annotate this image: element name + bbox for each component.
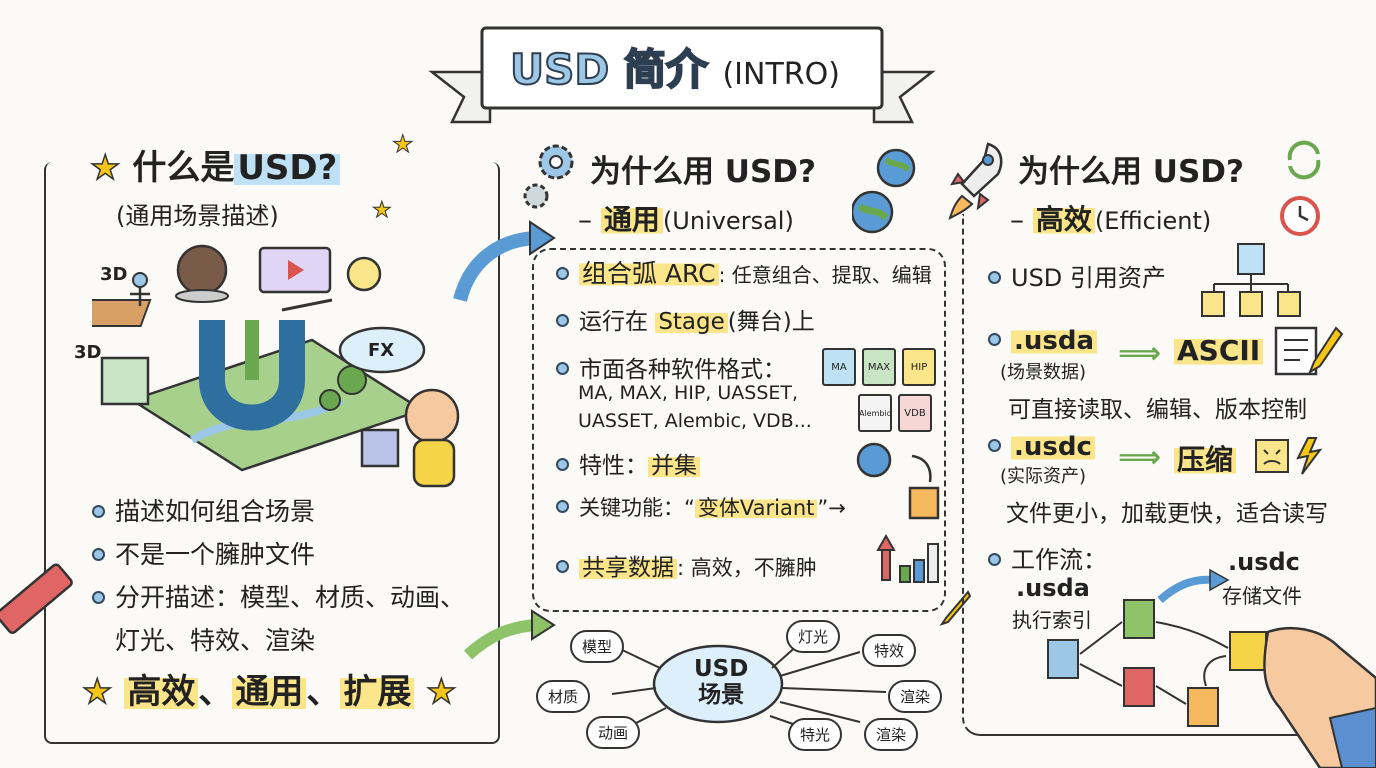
left-bullet-list: 描述如何组合场景 不是一个臃肿文件 分开描述：模型、材质、动画、 灯光、特效、渲… [92,490,465,662]
left-panel [44,162,500,744]
middle-subheading: – 通用(Universal) [578,203,794,236]
usdc-line: 文件更小，加载更快，适合读写 [1006,501,1328,527]
file-hip-icon: HIP [902,348,936,386]
clock-icon [1280,196,1320,236]
file-tree-icon [1201,243,1301,317]
mindmap-node: 模型 [570,630,625,663]
workflow-usdc: .usdc [1228,548,1300,576]
mindmap-node: 特光 [788,718,843,751]
list-item: 关键功能：“变体Variant”→ [556,492,846,522]
middle-panel [532,248,946,612]
list-item: 灯光、特效、渲染 [115,626,316,655]
mindmap-node: 渲染 [888,680,943,713]
arrow-right-icon [453,220,556,302]
mindmap-node: 动画 [586,716,641,749]
mindmap-lines [611,635,887,733]
star-icon: ★ [392,130,414,159]
list-item: 共享数据: 高效，不臃肿 [556,548,817,582]
workflow-diagram [1047,568,1376,768]
usda-line: 可直接读取、编辑、版本控制 [1008,397,1307,423]
banner-ribbon-icon [428,26,936,124]
workflow-usdc-desc: 存储文件 [1222,584,1302,608]
label-3d-bottom: 3D [74,342,102,363]
crayon-icon [0,563,73,635]
workflow-usda: .usda [1016,574,1090,602]
usdc-label: .usdc [988,432,1095,462]
formats-line-2: UASSET, Alembic, VDB... [578,410,812,432]
formats-line-1: MA, MAX, HIP, UASSET, [578,382,799,404]
left-heading: ★ 什么是USD? [89,140,341,189]
file-ma-icon: MA [822,348,856,386]
right-panel [962,214,1364,736]
compress-icon [1255,437,1323,475]
mindmap-node: 渲染 [864,718,919,751]
arrow-right-icon: ⟹ [1118,440,1162,475]
arrow-right-icon [463,609,556,660]
list-item: 不是一个臃肿文件 [92,533,465,576]
label-fx: FX [368,340,395,361]
usd-illustration [92,244,460,488]
page-title: USD 简介 (INTRO) [509,44,840,95]
list-item: 运行在 Stage(舞台)上 [556,302,815,336]
document-edit-icon [1274,326,1344,376]
label-3d-top: 3D [100,264,128,285]
star-icon: ★ [372,198,393,224]
arrow-right-icon: ⟹ [1118,336,1162,371]
file-vdb-icon: VDB [898,394,932,432]
globe-icon [852,148,916,234]
right-heading: 为什么用 USD? [1018,154,1245,190]
star-icon: ★ [425,671,457,713]
left-subheading: (通用场景描述) [116,202,279,230]
refresh-icon [1287,140,1321,180]
compress-label: 压缩 [1174,438,1237,478]
usda-desc: (场景数据) [1000,362,1087,383]
list-item: 分开描述：模型、材质、动画、 [92,576,465,619]
list-item: 特性：并集 [556,446,700,480]
left-footer-keywords: ★ 高效、通用、扩展 ★ [81,671,457,713]
star-icon: ★ [81,671,113,713]
gear-icon [523,144,574,209]
bar-chart-icon [876,533,939,583]
ascii-label: ASCII [1174,334,1264,367]
workflow-label: 工作流： [988,540,1107,575]
rocket-icon [948,142,1003,220]
list-item: 市面各种软件格式： [556,350,786,384]
star-icon: ★ [89,147,121,189]
file-alembic-icon: Alembic [858,394,892,432]
mindmap-node: 特效 [862,634,917,667]
workflow-usda-desc: 执行索引 [1012,608,1092,632]
right-item-reference: USD 引用资产 [988,258,1166,293]
middle-heading: 为什么用 USD? [590,154,817,190]
variant-icon [856,442,940,520]
file-max-icon: MAX [862,348,896,386]
right-subheading: – 高效(Efficient) [1010,203,1212,236]
list-item: 组合弧 ARC: 任意组合、提取、编辑 [556,254,932,290]
mindmap-node: 灯光 [786,620,841,653]
list-item: 描述如何组合场景 [92,490,465,533]
usdc-desc: (实际资产) [1000,466,1087,487]
mindmap-node: 材质 [536,680,591,713]
usda-label: .usda [988,326,1098,356]
